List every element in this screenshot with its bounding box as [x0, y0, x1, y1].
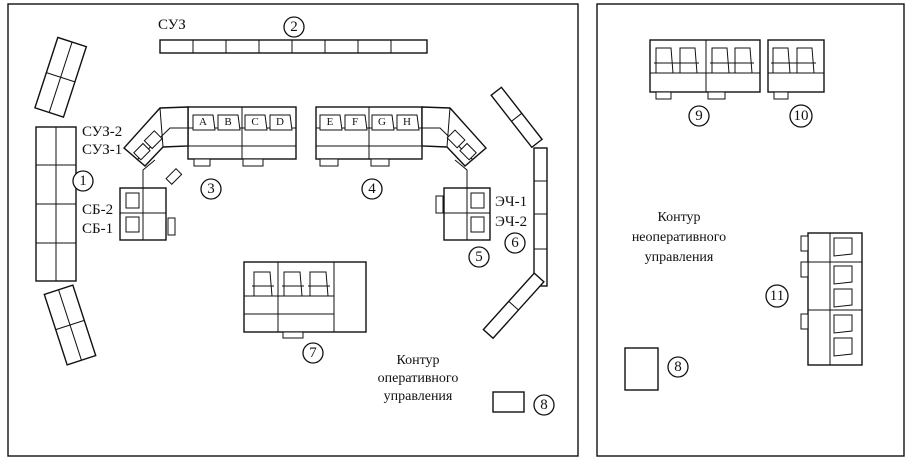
- callout-8-right: 8: [667, 356, 689, 378]
- callout-5-text: 5: [475, 249, 483, 265]
- callout-1: 1: [72, 170, 94, 192]
- left-wall-panel-lower: [43, 284, 97, 366]
- callout-8-right-text: 8: [674, 359, 682, 375]
- callout-10: 10: [789, 104, 813, 128]
- key-f: F: [352, 116, 358, 128]
- callout-4-text: 4: [368, 181, 376, 197]
- key-a: A: [199, 116, 207, 128]
- label-ech-1: ЭЧ-1: [495, 194, 527, 210]
- console-7: [243, 261, 367, 339]
- callout-7: 7: [302, 342, 324, 364]
- right-wall-panel-vertical: [533, 147, 548, 287]
- callout-1-text: 1: [79, 173, 87, 189]
- key-e: E: [327, 116, 334, 128]
- key-c: C: [251, 116, 258, 128]
- callout-11-text: 11: [770, 288, 784, 304]
- callout-6-text: 6: [511, 235, 519, 251]
- callout-4: 4: [361, 178, 383, 200]
- equipment-box-8-right: [624, 347, 659, 391]
- callout-3: 3: [200, 178, 222, 200]
- key-group-abcd: A B C D: [192, 114, 293, 131]
- operative-contour-caption: Контур оперативного управления: [378, 353, 459, 404]
- callout-3-text: 3: [207, 181, 215, 197]
- key-d: D: [276, 116, 284, 128]
- callout-8-left: 8: [533, 394, 555, 416]
- nonoperative-contour-line-2: неоперативного: [632, 230, 726, 245]
- console-3: A B C D: [119, 106, 297, 241]
- desk-9: [649, 39, 761, 100]
- operative-room-border: [7, 3, 579, 457]
- key-b: B: [224, 116, 231, 128]
- nonoperative-contour-caption: Контур неоперативного управления: [632, 210, 726, 265]
- callout-7-text: 7: [309, 345, 317, 361]
- operative-contour-line-3: управления: [384, 389, 453, 404]
- callout-2: 2: [283, 16, 305, 38]
- label-suz: СУЗ: [158, 17, 186, 33]
- callout-8-left-text: 8: [540, 397, 548, 413]
- right-wall-panel-upper: [490, 86, 544, 149]
- right-wall-panel-lower: [482, 272, 545, 340]
- label-suz-1: СУЗ-1: [82, 142, 122, 158]
- callout-9: 9: [688, 105, 710, 127]
- left-wall-panel-vertical: [35, 126, 77, 282]
- key-g: G: [378, 116, 386, 128]
- label-sb-1: СБ-1: [82, 221, 113, 237]
- callout-5: 5: [468, 246, 490, 268]
- callout-2-text: 2: [290, 19, 298, 35]
- desk-10: [767, 39, 825, 100]
- left-wall-panel-upper: [34, 36, 88, 118]
- equipment-box-8-left: [492, 391, 525, 413]
- key-h: H: [403, 116, 411, 128]
- key-group-efgh: E F G H: [319, 114, 420, 131]
- nonoperative-room-border: [596, 3, 905, 457]
- desk-11: [800, 232, 863, 366]
- suz-panel-strip: [159, 39, 428, 54]
- nonoperative-contour-line-1: Контур: [657, 210, 700, 225]
- callout-11: 11: [765, 284, 789, 308]
- label-suz-2: СУЗ-2: [82, 124, 122, 140]
- callout-9-text: 9: [695, 108, 703, 124]
- operative-contour-line-1: Контур: [396, 353, 439, 368]
- console-4: E F G H: [315, 106, 491, 241]
- label-ech-2: ЭЧ-2: [495, 214, 527, 230]
- callout-10-text: 10: [794, 108, 809, 124]
- callout-6: 6: [504, 232, 526, 254]
- nonoperative-contour-line-3: управления: [645, 250, 714, 265]
- label-sb-2: СБ-2: [82, 202, 113, 218]
- operative-contour-line-2: оперативного: [378, 371, 459, 386]
